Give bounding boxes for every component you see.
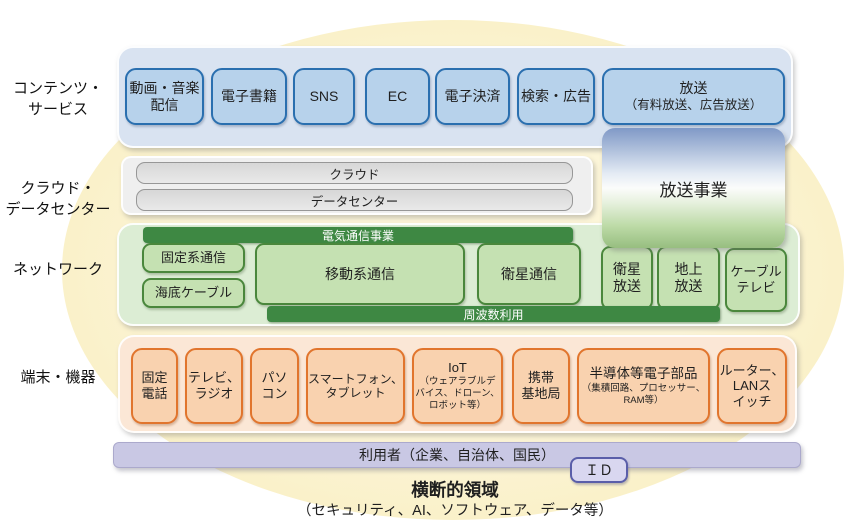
cross-domain-title: 横断的領域: [411, 480, 499, 500]
service-box-ec: EC: [365, 68, 430, 125]
semiconductor-subtitle: （集積回路、プロセッサー、 RAM等）: [581, 382, 706, 406]
datacenter-bar: データセンター: [136, 189, 573, 211]
fixed-comm-box: 固定系通信: [142, 243, 245, 273]
device-box-tv-radio: テレビ、 ラジオ: [185, 348, 243, 424]
spectrum-use-band: 周波数利用: [267, 306, 720, 322]
telecom-business-band: 電気通信事業: [143, 227, 573, 243]
id-badge: ＩＤ: [570, 457, 628, 483]
submarine-cable-box: 海底ケーブル: [142, 278, 245, 308]
iot-subtitle: （ウェアラブルデ バイス、ドローン、 ロボット等）: [415, 376, 500, 412]
iot-title: IoT: [448, 359, 467, 375]
broadcast-business-box: 放送事業: [602, 128, 785, 248]
users-label: 利用者（企業、自治体、国民）: [359, 447, 555, 463]
broadcast-subtitle: （有料放送、広告放送）: [624, 97, 763, 112]
device-box-router-switch: ルーター、 LANス イッチ: [717, 348, 787, 424]
device-box-pc: パソ コン: [250, 348, 299, 424]
side-label-network: ネットワーク: [12, 261, 103, 278]
device-box-iot: IoT （ウェアラブルデ バイス、ドローン、 ロボット等）: [412, 348, 503, 424]
satellite-comm-box: 衛星通信: [477, 243, 581, 305]
mobile-comm-box: 移動系通信: [255, 243, 465, 305]
service-box-search-ads: 検索・広告: [517, 68, 595, 125]
device-box-fixed-phone: 固定 電話: [131, 348, 178, 424]
terrestrial-broadcast-box: 地上 放送: [657, 246, 720, 310]
side-label-devices: 端末・機器: [20, 369, 96, 386]
satellite-broadcast-box: 衛星 放送: [601, 246, 653, 310]
side-label-cloud: クラウド・ データセンター: [5, 180, 111, 218]
service-box-ebook: 電子書籍: [211, 68, 287, 125]
device-box-base-station: 携帯 基地局: [512, 348, 570, 424]
cross-domain-subtitle: （セキュリティ、AI、ソフトウェア、データ等）: [297, 503, 613, 519]
semiconductor-title: 半導体等電子部品: [589, 365, 698, 381]
service-box-broadcast: 放送 （有料放送、広告放送）: [602, 68, 785, 125]
broadcast-title: 放送: [679, 80, 708, 97]
device-box-smartphone-tablet: スマートフォン、 タブレット: [306, 348, 405, 424]
cloud-bar: クラウド: [136, 162, 573, 184]
side-label-contents: コンテンツ・ サービス: [12, 80, 103, 118]
broadcast-business-label: 放送事業: [659, 180, 728, 200]
cable-tv-box: ケーブル テレビ: [725, 248, 787, 312]
device-box-semiconductor: 半導体等電子部品 （集積回路、プロセッサー、 RAM等）: [577, 348, 710, 424]
users-bar: 利用者（企業、自治体、国民）: [113, 442, 801, 468]
service-box-sns: SNS: [293, 68, 355, 125]
id-label: ＩＤ: [585, 462, 613, 478]
service-box-video-music: 動画・音楽 配信: [125, 68, 204, 125]
service-box-epayment: 電子決済: [435, 68, 510, 125]
